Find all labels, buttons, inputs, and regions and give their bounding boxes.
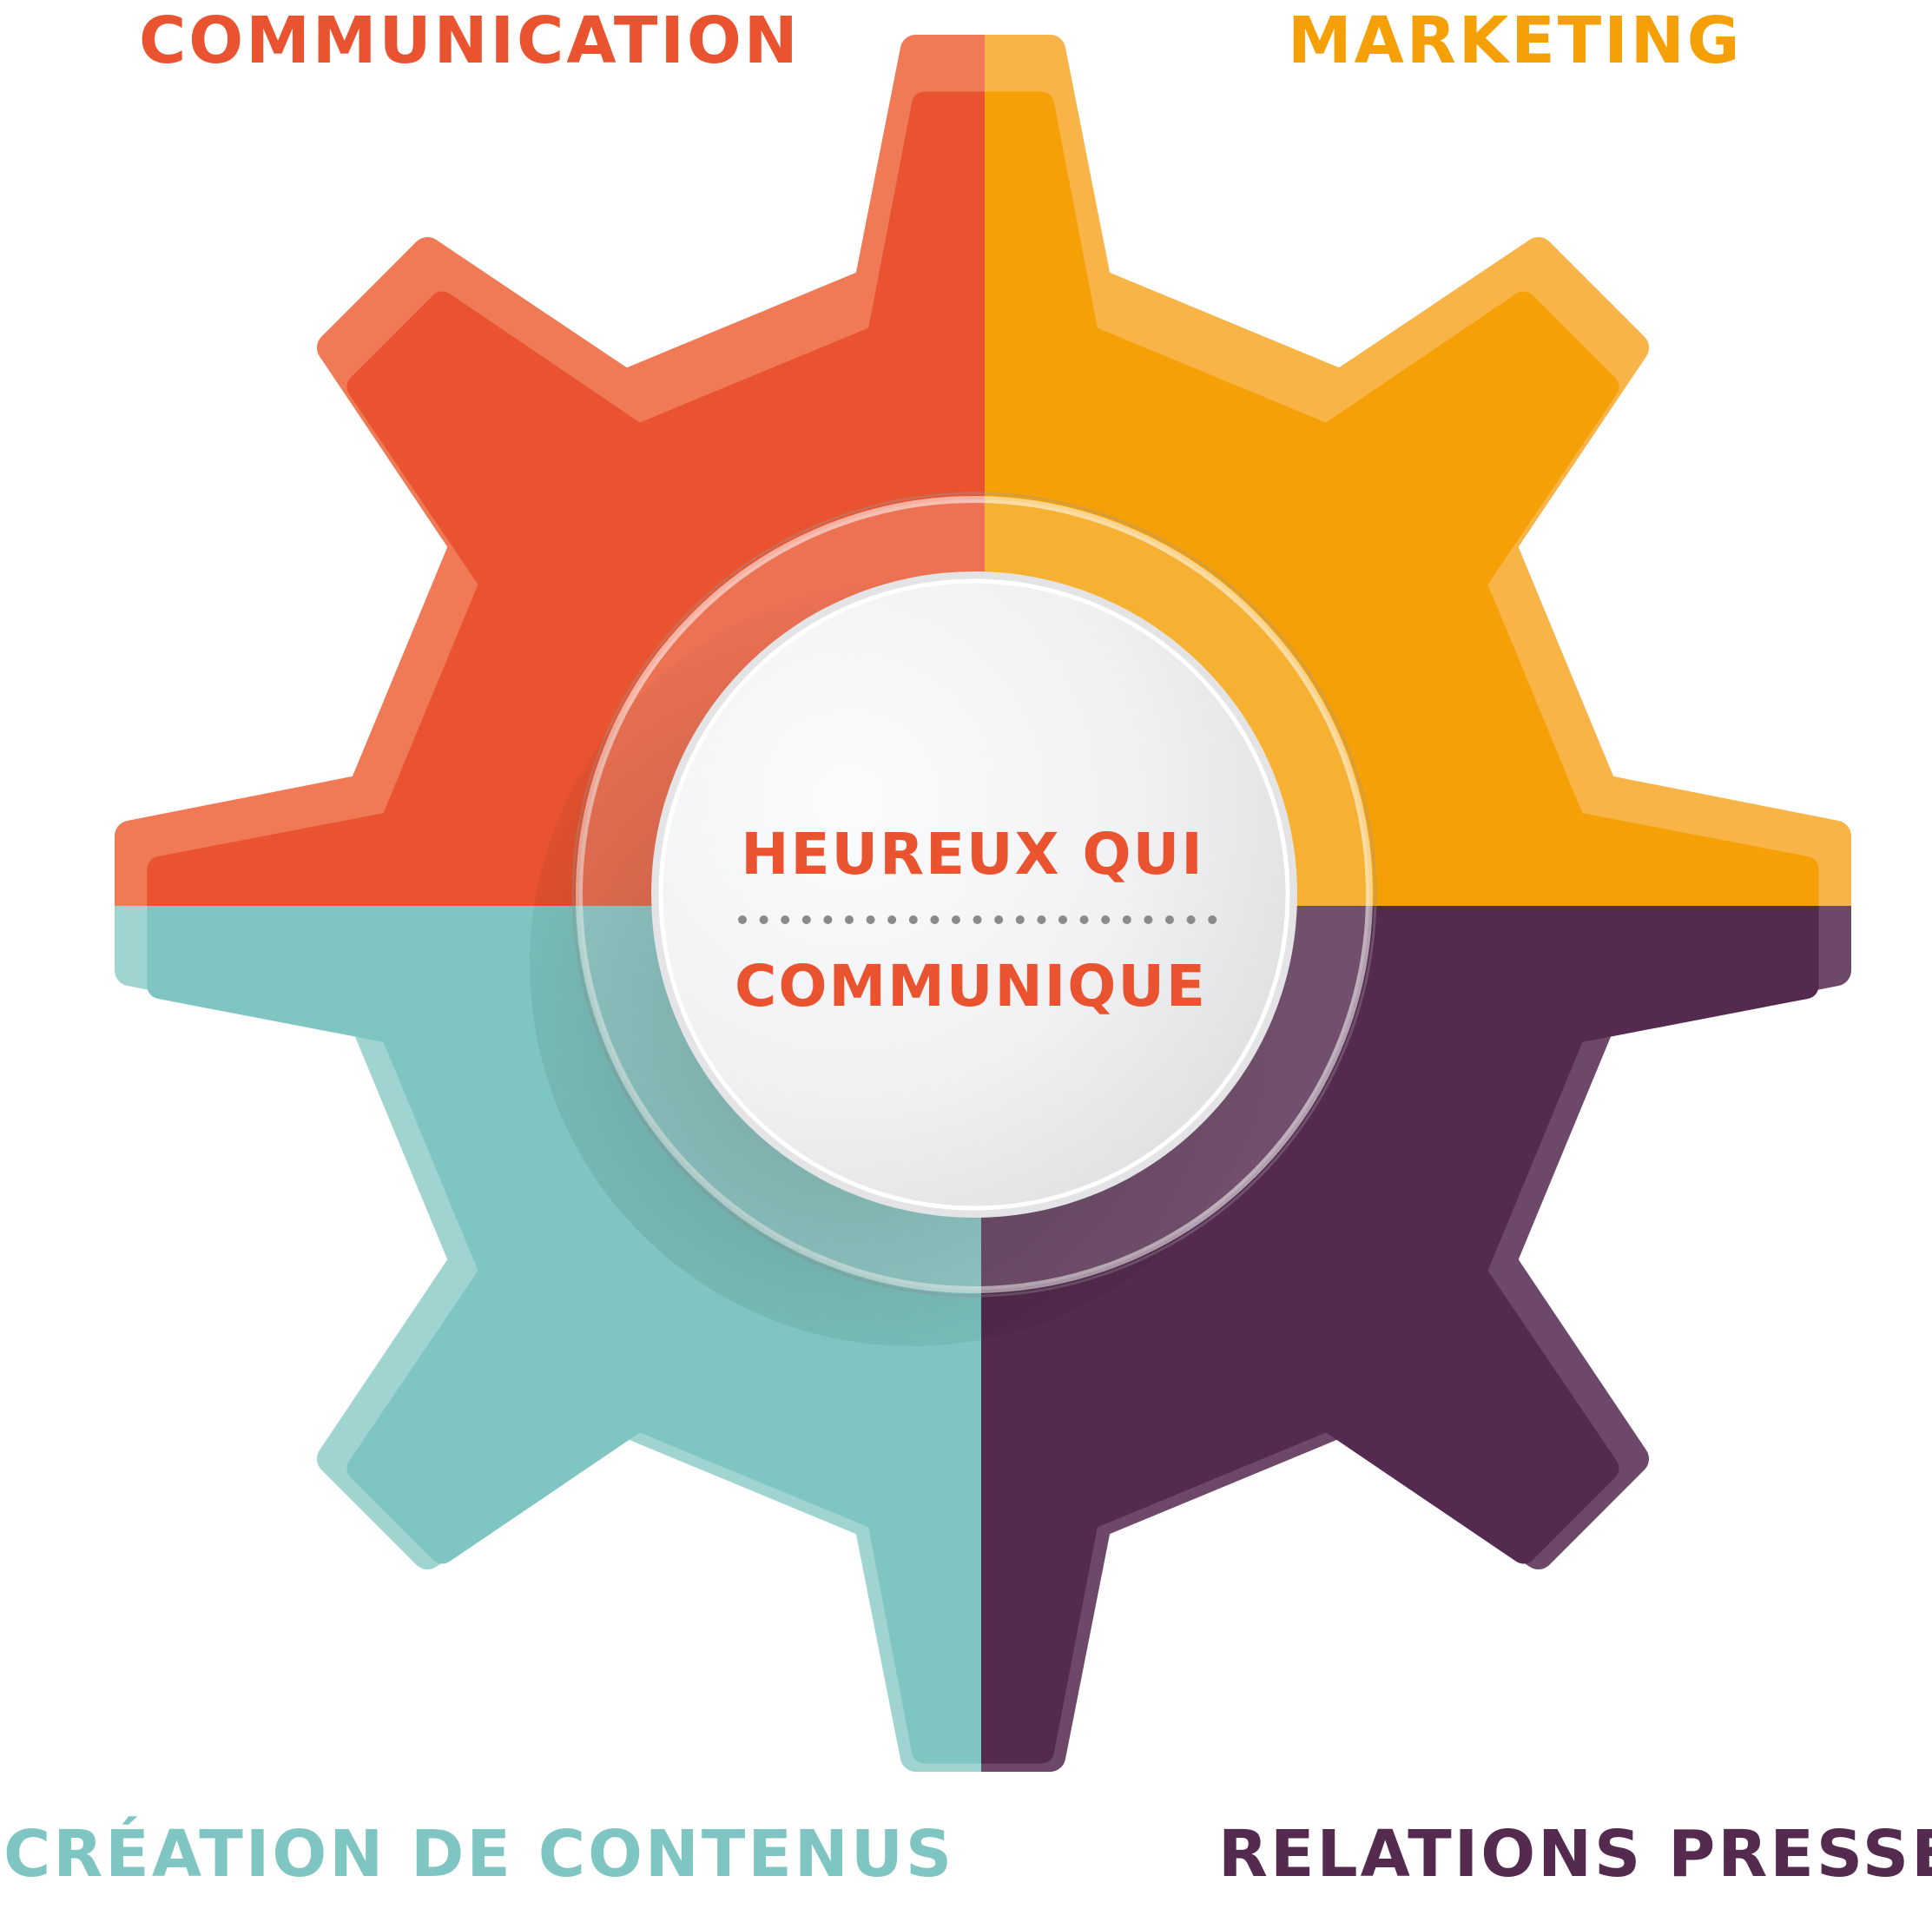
separator-dot [1015, 915, 1025, 924]
separator-dot [1186, 915, 1196, 924]
label-relations-presse: RELATIONS PRESSE [1218, 1817, 1932, 1892]
separator-dot [1122, 915, 1131, 924]
center-title-line1: HEUREUX QUI [741, 821, 1204, 888]
center-disc [658, 578, 1290, 1211]
separator-dot [1058, 915, 1067, 924]
separator-dot [1144, 915, 1153, 924]
center-title-line2: COMMUNIQUE [735, 953, 1207, 1020]
label-communication: COMMUNICATION [139, 3, 801, 78]
label-creation-de-contenus: CRÉATION DE CONTENUS [3, 1817, 955, 1892]
separator-dot [1079, 915, 1089, 924]
separator-dot [1037, 915, 1046, 924]
separator-dot [973, 915, 982, 924]
separator-dot [781, 915, 790, 924]
separator-dot [759, 915, 768, 924]
separator-dot [738, 915, 747, 924]
separator-dot [845, 915, 854, 924]
separator-dot [908, 915, 918, 924]
separator-dot [994, 915, 1004, 924]
separator-dot [930, 915, 940, 924]
separator-dot [887, 915, 897, 924]
separator-dot [952, 915, 960, 924]
separator-dot [1101, 915, 1111, 924]
dotted-separator [738, 915, 1217, 924]
separator-dot [1208, 915, 1217, 924]
label-marketing: MARKETING [1288, 3, 1743, 78]
separator-dot [823, 915, 833, 924]
separator-dot [866, 915, 875, 924]
separator-dot [801, 915, 811, 924]
separator-dot [1165, 915, 1174, 924]
